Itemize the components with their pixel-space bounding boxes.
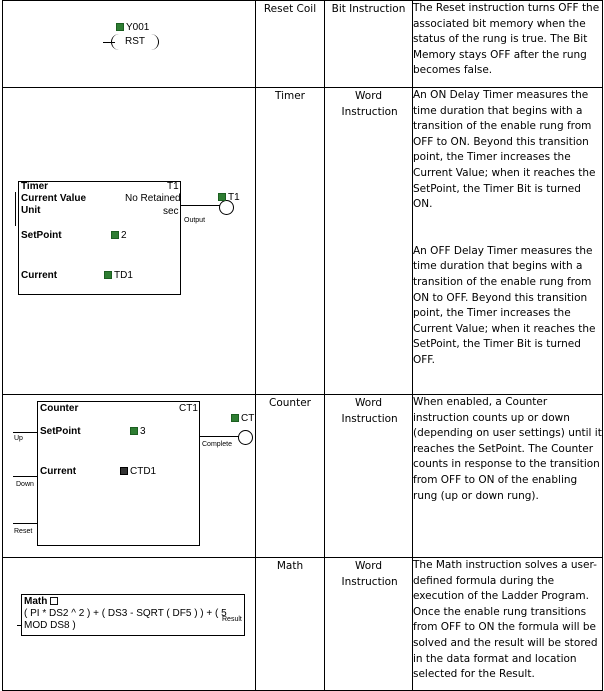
reset-rung <box>13 523 37 524</box>
reset-label: Reset <box>14 528 33 535</box>
coil-address: Y001 <box>116 22 149 33</box>
math-title: Math <box>24 596 60 607</box>
current-value: No Retained <box>125 193 181 204</box>
setpoint-value: 2 <box>111 230 127 241</box>
instruction-type: Bit Instruction <box>324 0 413 88</box>
math-block <box>21 594 245 636</box>
counter-register-icon <box>120 467 128 476</box>
current-value-label: Current Value <box>21 193 87 204</box>
bit-icon <box>218 193 226 202</box>
counter-id: CT1 <box>179 403 198 414</box>
down-label: Down <box>16 481 34 488</box>
instruction-description: The Math instruction solves a user-defin… <box>412 557 603 691</box>
unit-value: sec <box>163 206 179 217</box>
result-label: Result <box>222 616 242 623</box>
diagram-cell: Counter CT1 SetPoint 3 Current CTD1 Up D… <box>2 394 256 558</box>
timer-id: T1 <box>167 181 179 192</box>
up-rung <box>13 432 37 433</box>
setpoint-value: 3 <box>130 426 146 437</box>
setpoint-label: SetPoint <box>21 230 62 241</box>
instruction-name: Math <box>255 557 325 691</box>
table-row: Math ( PI * DS2 ^ 2 ) + ( DS3 - SQRT ( D… <box>2 557 603 691</box>
word-icon <box>130 427 138 436</box>
coil-address: CT <box>231 413 254 424</box>
complete-coil-icon <box>238 430 253 445</box>
down-rung <box>13 476 37 477</box>
output-label: Output <box>184 217 206 224</box>
instruction-description: When enabled, a Counter instruction coun… <box>412 394 603 558</box>
timer-title: Timer <box>21 181 49 192</box>
word-icon <box>111 231 119 240</box>
bit-icon <box>116 23 124 32</box>
reset-coil: RST <box>111 34 159 50</box>
complete-label: Complete <box>202 441 232 448</box>
counter-block <box>37 401 200 546</box>
instruction-type: Word Instruction <box>324 394 413 558</box>
instruction-type: Word Instruction <box>324 87 413 395</box>
counter-title: Counter <box>40 403 79 414</box>
up-label: Up <box>14 435 23 442</box>
output-line <box>181 205 220 206</box>
math-formula-line1: ( PI * DS2 ^ 2 ) + ( DS3 - SQRT ( DF5 ) … <box>24 608 227 619</box>
table-row: Counter CT1 SetPoint 3 Current CTD1 Up D… <box>2 394 603 558</box>
setpoint-label: SetPoint <box>40 426 81 437</box>
current-label: Current <box>21 270 58 281</box>
math-icon <box>50 597 59 606</box>
coil-address: T1 <box>218 192 240 203</box>
instruction-name: Counter <box>255 394 325 558</box>
diagram-cell: Math ( PI * DS2 ^ 2 ) + ( DS3 - SQRT ( D… <box>2 557 256 691</box>
complete-line <box>200 436 239 437</box>
instruction-name: Timer <box>255 87 325 395</box>
output-coil-icon <box>219 200 234 215</box>
enable-rung <box>15 192 16 226</box>
rung-line <box>103 42 115 43</box>
diagram-cell: Timer T1 Current Value No Retained Unit … <box>2 87 256 395</box>
table-row: Timer T1 Current Value No Retained Unit … <box>2 87 603 395</box>
word-icon <box>104 271 112 280</box>
instruction-description: The Reset instruction turns OFF the asso… <box>412 0 603 88</box>
current-value-register: CTD1 <box>120 466 156 477</box>
enable-rung <box>17 625 21 626</box>
diagram-cell: Y001 RST <box>2 0 256 88</box>
instruction-description: An ON Delay Timer measures the time dura… <box>412 87 603 395</box>
current-label: Current <box>40 466 77 477</box>
timer-block <box>18 181 181 295</box>
instruction-type: Word Instruction <box>324 557 413 691</box>
math-formula-line2: MOD DS8 ) <box>24 620 76 631</box>
unit-label: Unit <box>21 205 41 216</box>
instruction-name: Reset Coil <box>255 0 325 88</box>
table-row: Y001 RST Reset Coil Bit Instruction The … <box>2 0 603 88</box>
current-value-register: TD1 <box>104 270 133 281</box>
bit-icon <box>231 414 239 423</box>
